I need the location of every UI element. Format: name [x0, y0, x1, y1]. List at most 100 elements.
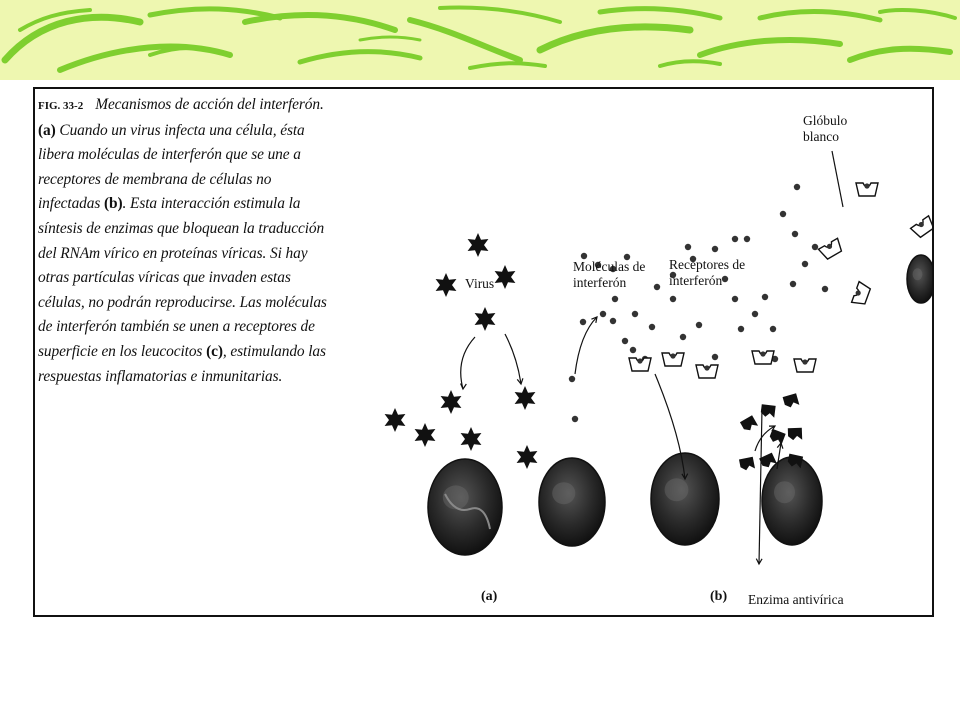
antiviral-enzyme	[769, 428, 786, 446]
interferon-molecule	[789, 280, 797, 288]
banner-stroke	[757, 8, 883, 23]
interferon-molecule	[648, 323, 656, 331]
antiviral-enzyme	[738, 456, 756, 471]
banner-stroke	[297, 49, 423, 65]
antiviral-enzyme	[760, 404, 776, 418]
banner-brush-strokes	[1, 5, 957, 73]
banner-stroke	[536, 23, 694, 54]
interferon-molecule	[579, 318, 587, 326]
arrow-head	[768, 425, 777, 432]
receptor-cup	[909, 214, 932, 239]
label-moleculas-line1: Moléculas de	[573, 259, 645, 274]
virus-particle	[460, 427, 482, 451]
figure-number: FIG. 33-2	[38, 100, 84, 112]
interferon-molecule	[695, 321, 703, 329]
banner-stroke	[847, 45, 953, 63]
interferon-receptor	[909, 214, 932, 239]
virus-particles-layer	[384, 233, 538, 469]
interferon-receptor	[855, 182, 879, 197]
interferon-molecule	[679, 333, 687, 341]
interferon-molecule	[609, 265, 617, 273]
interferon-molecule	[568, 375, 576, 383]
interferon-molecule	[599, 310, 607, 318]
interferon-molecule	[611, 295, 619, 303]
uninfected-cell	[650, 452, 720, 546]
interferon-molecule	[594, 261, 602, 269]
interferon-molecule	[771, 355, 779, 363]
caption-segment: (c)	[206, 342, 223, 360]
interferon-molecule	[689, 255, 697, 263]
cell-texture	[664, 478, 689, 502]
bound-interferon	[864, 183, 870, 189]
bound-interferon	[802, 359, 808, 365]
interferon-molecule	[629, 346, 637, 354]
interferon-molecule	[779, 210, 787, 218]
label-panel-a: (a)	[481, 589, 498, 604]
arrow-line	[758, 408, 763, 565]
cell-texture	[442, 485, 469, 510]
cells-layer	[427, 254, 932, 556]
interferon-receptor	[695, 364, 719, 379]
interferon-molecule	[653, 283, 661, 291]
interferon-diagram: Virus Moléculas de interferón Receptores…	[384, 113, 932, 607]
cell-texture	[774, 481, 795, 504]
interferon-molecule	[761, 293, 769, 301]
interferon-molecule	[669, 295, 677, 303]
caption-segment: (a)	[38, 121, 56, 139]
label-enzima-antivirica: Enzima antivírica	[748, 592, 844, 607]
antiviral-enzyme	[787, 453, 804, 469]
arrow-line	[654, 373, 686, 480]
bound-interferon	[855, 290, 861, 296]
caption-segment: . Esta interacción estimula la síntesis …	[38, 195, 327, 360]
caption-segment: , estimulando las respuestas inflamatori…	[38, 342, 326, 385]
arrow-head	[460, 383, 467, 391]
banner-stroke	[148, 45, 212, 57]
interferon-molecule	[731, 235, 739, 243]
interferon-receptor	[850, 280, 872, 305]
leader-line-globulo	[831, 150, 844, 208]
interferon-molecule	[623, 253, 631, 261]
cell-texture	[552, 482, 576, 505]
label-panel-b: (b)	[710, 589, 727, 604]
white-blood-cell	[906, 254, 932, 304]
arrow-head	[755, 558, 763, 566]
virus-particle	[474, 307, 496, 331]
virus-particle	[494, 265, 516, 289]
interferon-receptor	[661, 352, 685, 367]
interferon-molecule	[621, 337, 629, 345]
interferon-receptor	[751, 350, 775, 365]
virus-particle	[414, 423, 436, 447]
arrow-head	[776, 441, 784, 449]
interferon-molecule	[737, 325, 745, 333]
interferon-molecule	[609, 317, 617, 325]
banner-stroke	[597, 6, 723, 21]
interferon-molecule	[821, 285, 829, 293]
caption-segment: Mecanismos de acción del interferón.	[95, 96, 324, 113]
arrow-head	[591, 316, 598, 324]
interferon-molecule	[711, 353, 719, 361]
arrow-head	[681, 473, 689, 481]
interferon-molecule	[669, 271, 677, 279]
interferon-receptor	[817, 237, 843, 260]
interferon-molecule	[631, 310, 639, 318]
antiviral-enzyme	[787, 427, 803, 441]
infected-cell-2	[538, 457, 606, 547]
banner-stroke	[1, 13, 144, 64]
arrow-line	[776, 442, 782, 470]
arrow-line	[574, 316, 598, 375]
interferon-molecule	[571, 415, 579, 423]
caption-text: Mecanismos de acción del interferón. (a)…	[38, 96, 327, 385]
bound-interferon	[704, 365, 710, 371]
banner-stroke	[407, 17, 523, 63]
antiviral-enzyme	[739, 415, 759, 431]
banner-stroke	[147, 6, 283, 21]
receptors-layer	[628, 182, 932, 379]
interferon-molecule	[811, 243, 819, 251]
cell-texture	[912, 268, 923, 281]
bound-interferon	[918, 221, 924, 228]
caption-segment: (b)	[104, 195, 123, 213]
bound-interferon	[760, 351, 766, 357]
infected-cell	[427, 458, 503, 556]
virus-particle	[516, 445, 538, 469]
